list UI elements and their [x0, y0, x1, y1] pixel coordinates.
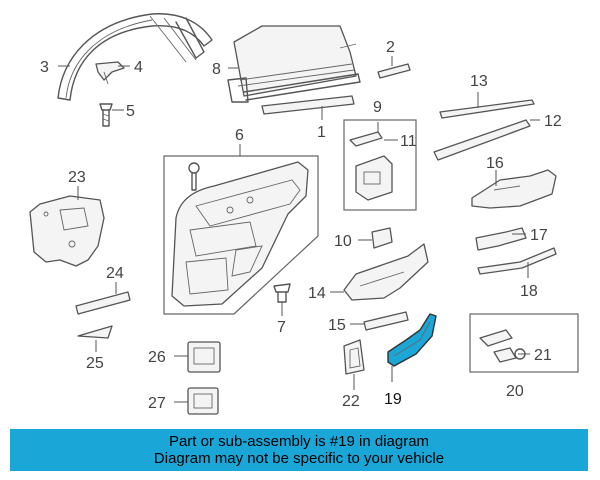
callout-7[interactable]: 7: [277, 319, 286, 336]
part-11-bracket[interactable]: [349, 131, 383, 147]
part-12-molding[interactable]: [433, 119, 531, 161]
info-banner: Part or sub-assembly is #19 in diagram D…: [10, 429, 588, 471]
part-13-molding[interactable]: [439, 99, 535, 119]
callout-5[interactable]: 5: [126, 103, 135, 120]
parts-diagram: 3 4 5 8 1 2 9 11 13 12 6 23 24 25 7 10 1…: [29, 13, 579, 415]
callout-9[interactable]: 9: [373, 99, 382, 116]
part-6-door-panel[interactable]: [163, 155, 319, 315]
part-7-clip[interactable]: [273, 283, 291, 303]
callout-16[interactable]: 16: [486, 155, 504, 172]
part-19-highlighted[interactable]: [387, 313, 437, 367]
callout-6[interactable]: 6: [235, 127, 244, 144]
part-22-frame[interactable]: [343, 339, 365, 375]
part-1-trim-strip[interactable]: [261, 95, 355, 115]
callout-27[interactable]: 27: [148, 395, 166, 412]
callout-3[interactable]: 3: [40, 59, 49, 76]
callout-15[interactable]: 15: [328, 317, 346, 334]
banner-line-1: Part or sub-assembly is #19 in diagram: [168, 433, 430, 450]
part-9-handle-housing[interactable]: [355, 155, 393, 201]
part-8-window-shade[interactable]: [227, 25, 361, 103]
callout-17[interactable]: 17: [530, 227, 548, 244]
callout-25[interactable]: 25: [86, 355, 104, 372]
part-16-handle[interactable]: [471, 169, 557, 209]
leader-lines: [58, 56, 540, 403]
callout-23[interactable]: 23: [68, 169, 86, 186]
callout-24[interactable]: 24: [106, 265, 124, 282]
part-20-group-box: [469, 313, 579, 373]
callout-10[interactable]: 10: [334, 233, 352, 250]
part-2-trim[interactable]: [377, 63, 411, 79]
callout-8[interactable]: 8: [212, 61, 221, 78]
part-21-bulb[interactable]: [493, 347, 526, 363]
callout-12[interactable]: 12: [544, 113, 562, 130]
callout-13[interactable]: 13: [470, 73, 488, 90]
part-26-switch[interactable]: [187, 341, 221, 373]
part-25-pad[interactable]: [77, 325, 113, 339]
callout-4[interactable]: 4: [134, 59, 143, 76]
part-10-switch[interactable]: [371, 227, 393, 249]
part-6-fastener[interactable]: [188, 162, 200, 191]
callout-1[interactable]: 1: [317, 124, 326, 141]
callout-21[interactable]: 21: [534, 347, 552, 364]
part-24-pad[interactable]: [75, 291, 131, 315]
part-20-housing[interactable]: [479, 329, 513, 347]
part-17-bezel[interactable]: [475, 227, 527, 251]
banner-line-2: Diagram may not be specific to your vehi…: [153, 450, 445, 467]
part-27-switch[interactable]: [187, 387, 219, 415]
part-4-clip[interactable]: [95, 61, 125, 85]
part-14-armrest[interactable]: [343, 243, 429, 301]
part-18-strip[interactable]: [477, 247, 557, 275]
callout-18[interactable]: 18: [520, 283, 538, 300]
callout-labels: 3 4 5 8 1 2 9 11 13 12 6 23 24 25 7 10 1…: [40, 39, 562, 412]
part-9-group-box: [343, 119, 417, 211]
part-3-window-frame[interactable]: [57, 13, 213, 101]
callout-22[interactable]: 22: [342, 393, 360, 410]
callout-2[interactable]: 2: [386, 39, 395, 56]
callout-26[interactable]: 26: [148, 349, 166, 366]
callout-14[interactable]: 14: [308, 285, 326, 302]
part-5-screw[interactable]: [99, 103, 113, 127]
part-23-insulation[interactable]: [29, 195, 105, 267]
part-15-strip[interactable]: [363, 311, 409, 331]
callout-20[interactable]: 20: [506, 383, 524, 400]
callout-19[interactable]: 19: [384, 391, 402, 408]
callout-11[interactable]: 11: [400, 133, 417, 150]
